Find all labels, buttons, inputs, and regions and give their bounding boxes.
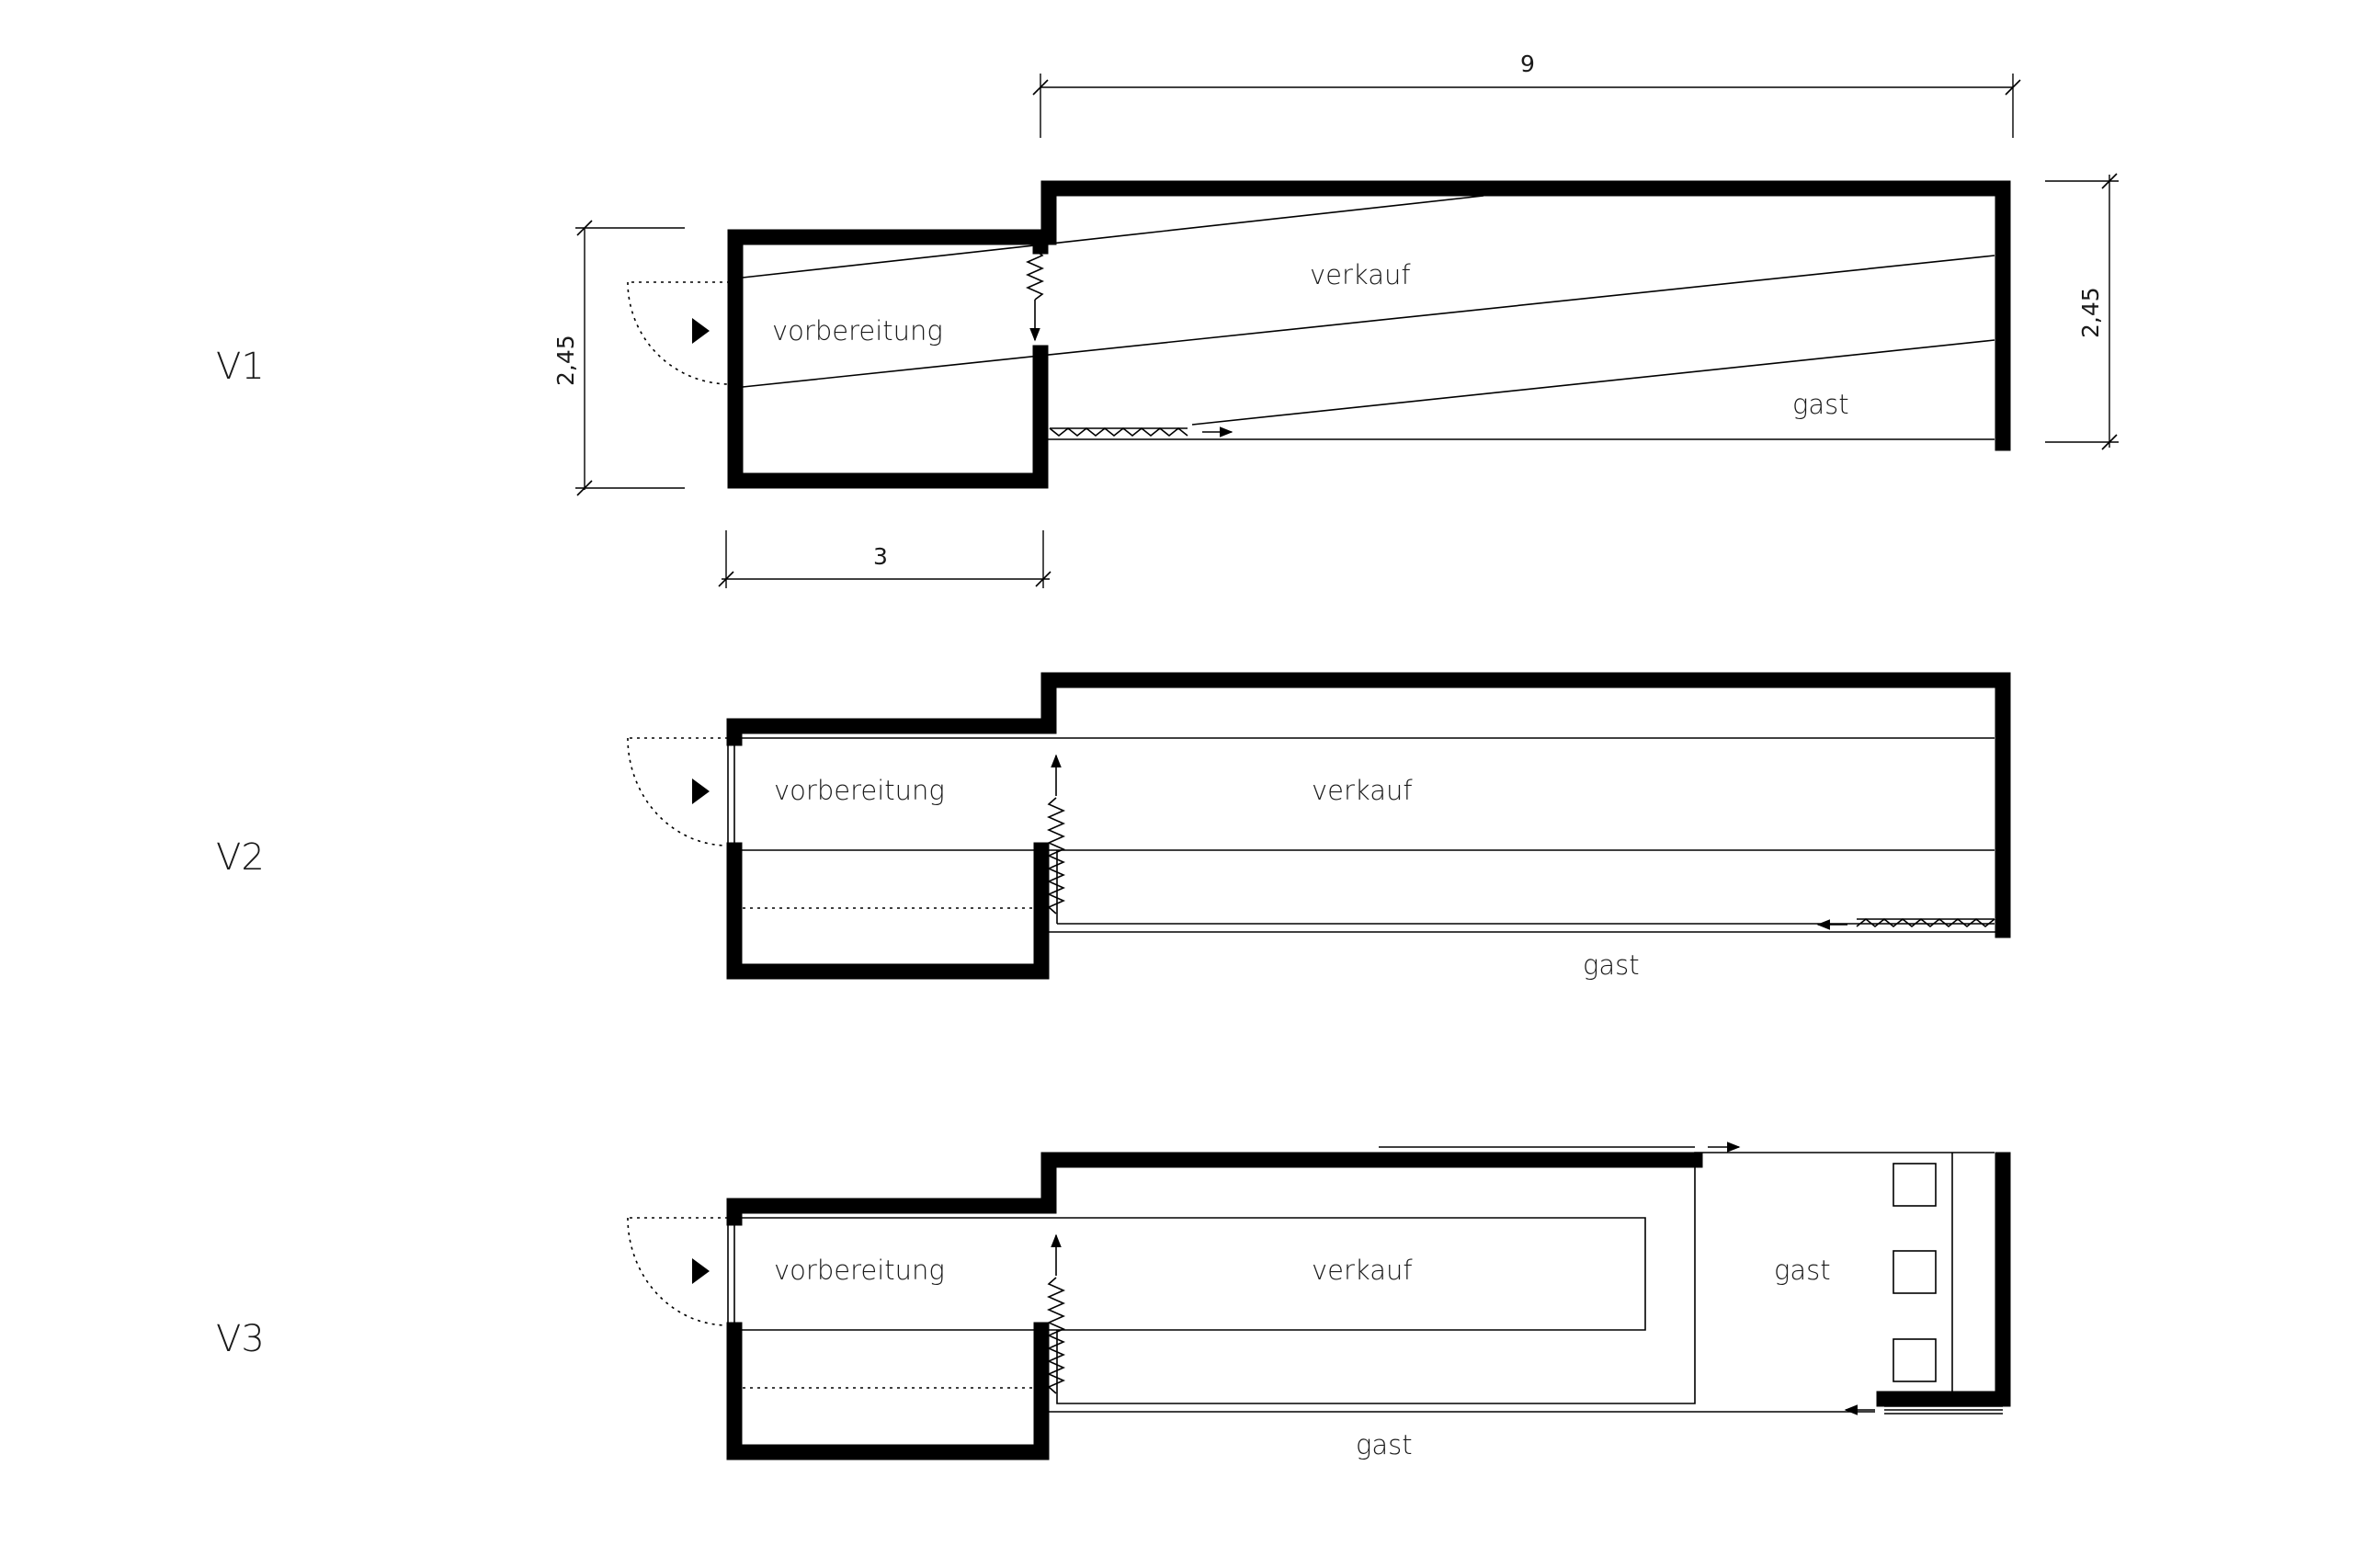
- v1-entrance-door: [627, 281, 736, 385]
- v2-window-zigzag: [1856, 917, 1995, 928]
- variant-v1: V1 vorbereitung verkauf gast: [216, 51, 2119, 588]
- v2-pass-through-zigzag: [1047, 797, 1065, 915]
- v1-window-zigzag: [1049, 426, 1188, 437]
- v3-seat: [1893, 1163, 1937, 1207]
- v1-room-sales: verkauf: [1310, 259, 1411, 290]
- v1-pass-through-zigzag: [1026, 249, 1044, 301]
- v2-room-sales: verkauf: [1312, 775, 1413, 806]
- v1-wall-prep-lower: [727, 345, 1049, 489]
- v2-wall-outline: [726, 672, 2011, 938]
- v1-room-prep: vorbereitung: [772, 315, 943, 347]
- variant-v2: V2 vorbereitung verkauf gast: [216, 672, 2011, 981]
- v3-seat: [1893, 1338, 1937, 1382]
- dim-top-length: 9: [1032, 51, 2021, 138]
- v2-room-prep: vorbereitung: [774, 775, 945, 806]
- v2-room-guest: gast: [1583, 949, 1640, 981]
- dim-bottom-width-label: 3: [873, 543, 888, 570]
- variant-label-v2: V2: [216, 836, 265, 879]
- v3-room-sales: verkauf: [1312, 1255, 1413, 1286]
- v1-entrance-arrow-icon: [692, 318, 710, 344]
- v2-wall-prep-lower: [726, 842, 1050, 980]
- v3-room-prep: vorbereitung: [774, 1255, 945, 1286]
- v3-entrance-arrow-icon: [692, 1258, 710, 1284]
- v3-wall-right: [1876, 1152, 2011, 1407]
- v3-wall-prep-lower: [726, 1322, 1050, 1460]
- dim-top-length-label: 9: [1520, 51, 1535, 77]
- variant-label-v3: V3: [216, 1318, 265, 1360]
- v3-pass-through-zigzag: [1047, 1277, 1065, 1394]
- v3-room-guest: gast: [1356, 1429, 1413, 1460]
- dim-left-depth-label: 2,45: [552, 335, 579, 386]
- dim-right-depth-label: 2,45: [2077, 287, 2104, 338]
- v3-seat: [1893, 1250, 1937, 1294]
- v3-entrance-door: [627, 1217, 735, 1326]
- v2-entrance-door: [627, 737, 735, 846]
- dim-left-depth: 2,45: [552, 220, 685, 496]
- variant-label-v1: V1: [216, 346, 265, 388]
- v3-room-guest-inner: gast: [1774, 1255, 1831, 1286]
- v3-wall-outline: [726, 1152, 1703, 1226]
- v2-entrance-arrow-icon: [692, 778, 710, 804]
- dim-right-depth: 2,45: [2045, 173, 2119, 450]
- variant-v3: V3 vorbe: [216, 1142, 2011, 1460]
- dim-bottom-width: 3: [718, 530, 1051, 588]
- v1-room-guest: gast: [1792, 389, 1849, 420]
